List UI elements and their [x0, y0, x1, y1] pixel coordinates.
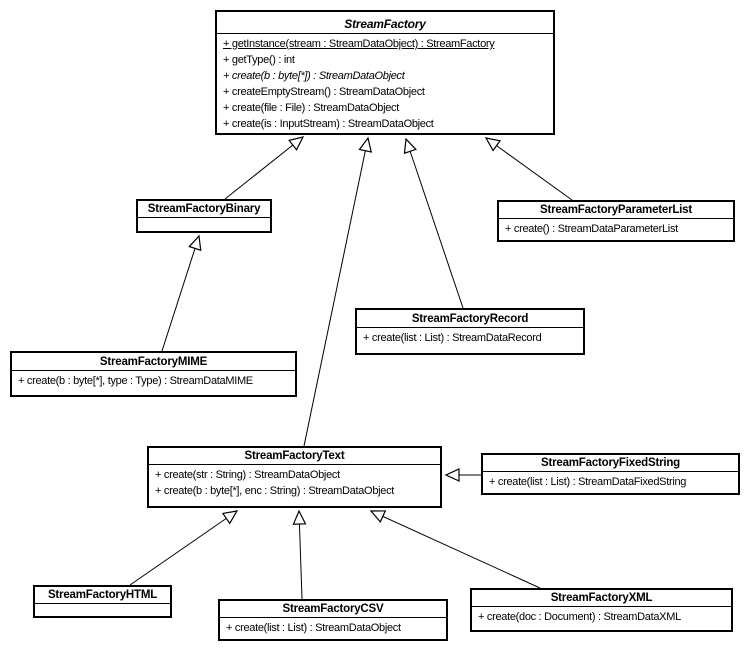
- method: + create(b : byte[*], type : Type) : Str…: [18, 375, 253, 387]
- class-streamfactorycsv-methods: + create(list : List) : StreamDataObject: [220, 617, 446, 637]
- method: + create(list : List) : StreamDataRecord: [363, 332, 542, 344]
- class-streamfactorytext: StreamFactoryText + create(str : String)…: [147, 446, 442, 508]
- class-streamfactory-methods: + getInstance(stream : StreamDataObject)…: [217, 33, 553, 133]
- method: + create(is : InputStream) : StreamDataO…: [223, 118, 434, 130]
- class-streamfactorymime-title: StreamFactoryMIME: [99, 356, 208, 368]
- class-streamfactoryparameterlist-methods: + create() : StreamDataParameterList: [499, 218, 733, 238]
- class-streamfactorycsv-title: StreamFactoryCSV: [282, 603, 384, 615]
- generalization-text-to-streamfactory: [303, 136, 373, 447]
- method: + create(b : byte[*]) : StreamDataObject: [223, 70, 405, 82]
- generalization-parameterlist-to-streamfactory: [484, 137, 573, 201]
- generalization-record-to-streamfactory: [403, 137, 464, 309]
- class-streamfactorycsv: StreamFactoryCSV + create(list : List) :…: [218, 599, 448, 641]
- method: + create(file : File) : StreamDataObject: [223, 102, 399, 114]
- method: + getType() : int: [223, 54, 295, 66]
- method: + create(doc : Document) : StreamDataXML: [478, 611, 681, 623]
- generalization-csv-to-text: [292, 509, 307, 600]
- method: + createEmptyStream() : StreamDataObject: [223, 86, 425, 98]
- method: + getInstance(stream : StreamDataObject)…: [223, 38, 495, 50]
- generalization-mime-to-binary: [161, 234, 202, 352]
- class-streamfactorybinary-title: StreamFactoryBinary: [147, 203, 261, 215]
- method: + create() : StreamDataParameterList: [505, 223, 678, 235]
- class-streamfactoryrecord-methods: + create(list : List) : StreamDataRecord: [357, 327, 583, 347]
- class-streamfactorybinary: StreamFactoryBinary: [136, 199, 272, 233]
- class-streamfactoryxml: StreamFactoryXML + create(doc : Document…: [470, 588, 733, 632]
- class-streamfactoryfixedstring-title: StreamFactoryFixedString: [541, 457, 680, 469]
- generalization-html-to-text: [129, 510, 239, 586]
- class-streamfactoryfixedstring-methods: + create(list : List) : StreamDataFixedS…: [483, 471, 738, 491]
- class-streamfactorymime-methods: + create(b : byte[*], type : Type) : Str…: [12, 370, 295, 390]
- class-streamfactorybinary-methods: [138, 217, 270, 226]
- class-streamfactoryrecord-title: StreamFactoryRecord: [411, 313, 529, 325]
- class-streamfactoryrecord: StreamFactoryRecord + create(list : List…: [355, 308, 585, 355]
- method: + create(str : String) : StreamDataObjec…: [155, 469, 340, 481]
- class-streamfactoryhtml: StreamFactoryHTML: [33, 585, 172, 618]
- generalization-xml-to-text: [369, 510, 541, 589]
- class-streamfactory: StreamFactory + getInstance(stream : Str…: [215, 10, 555, 135]
- class-streamfactorytext-title: StreamFactoryText: [244, 450, 345, 462]
- class-streamfactoryhtml-methods: [35, 603, 170, 612]
- generalization-binary-to-streamfactory: [224, 136, 305, 200]
- class-streamfactorytext-methods: + create(str : String) : StreamDataObjec…: [149, 464, 440, 500]
- class-streamfactoryhtml-title: StreamFactoryHTML: [47, 589, 158, 601]
- class-streamfactoryparameterlist-title: StreamFactoryParameterList: [539, 204, 693, 216]
- method: + create(b : byte[*], enc : String) : St…: [155, 485, 395, 497]
- class-streamfactorymime: StreamFactoryMIME + create(b : byte[*], …: [10, 351, 297, 397]
- class-streamfactory-title: StreamFactory: [344, 17, 426, 31]
- class-streamfactoryparameterlist: StreamFactoryParameterList + create() : …: [497, 200, 735, 242]
- class-streamfactoryxml-methods: + create(doc : Document) : StreamDataXML: [472, 606, 731, 626]
- method: + create(list : List) : StreamDataFixedS…: [489, 476, 687, 488]
- method: + create(list : List) : StreamDataObject: [226, 622, 401, 634]
- class-streamfactoryfixedstring: StreamFactoryFixedString + create(list :…: [481, 453, 740, 495]
- class-streamfactoryxml-title: StreamFactoryXML: [550, 592, 653, 604]
